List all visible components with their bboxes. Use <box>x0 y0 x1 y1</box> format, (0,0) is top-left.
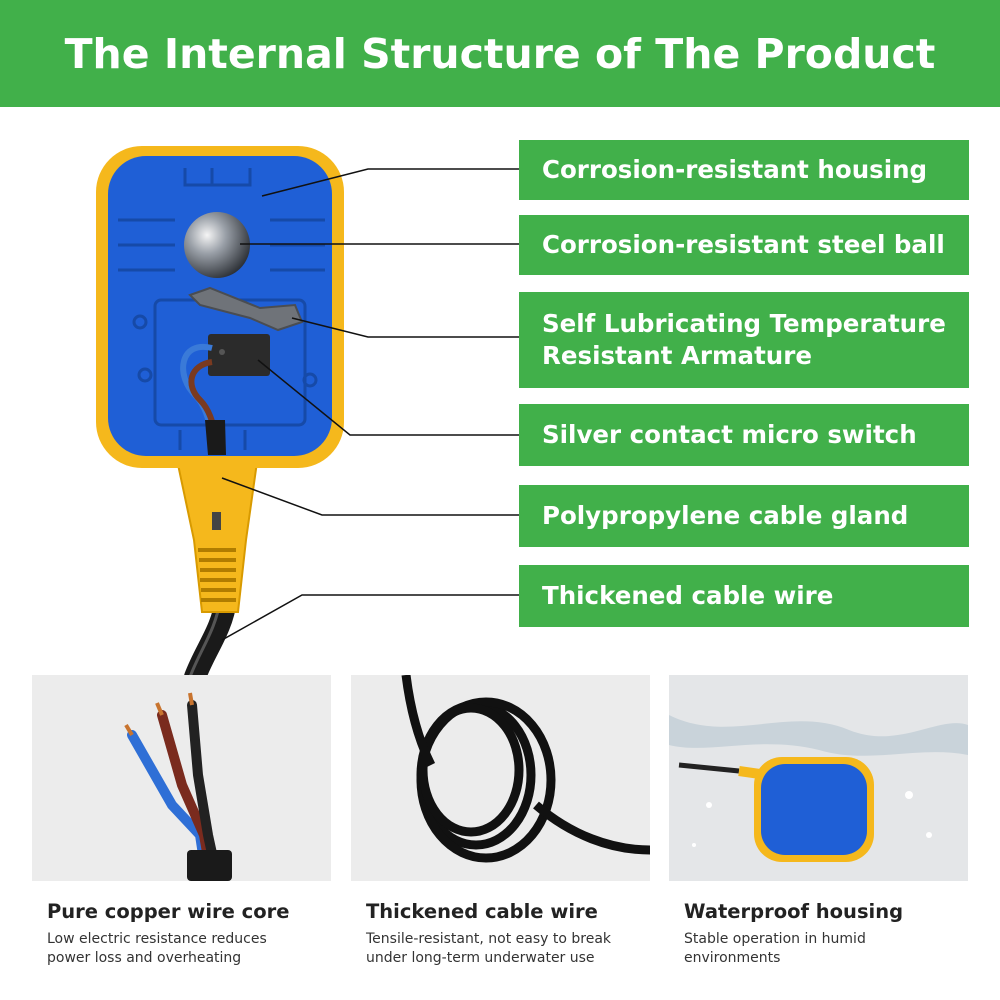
header-banner: The Internal Structure of The Product <box>0 0 1000 107</box>
copper-wire-photo <box>32 675 331 881</box>
feature-desc-cable: Tensile-resistant, not easy to break und… <box>366 931 612 966</box>
feature-desc-copper: Low electric resistance reduces power lo… <box>47 931 267 966</box>
callout-housing: Corrosion-resistant housing <box>519 140 969 200</box>
micro-switch-shape <box>208 334 270 376</box>
steel-ball-shape <box>184 212 250 278</box>
feature-desc-waterproof: Stable operation in humid environments <box>684 931 866 966</box>
feature-title-cable: Thickened cable wire <box>366 900 598 923</box>
float-switch-illustration <box>96 146 344 677</box>
callout-steel-ball: Corrosion-resistant steel ball <box>519 215 969 275</box>
coiled-cable-photo <box>351 675 650 881</box>
callout-micro-switch: Silver contact micro switch <box>519 404 969 466</box>
callout-cable-wire: Thickened cable wire <box>519 565 969 627</box>
feature-title-waterproof: Waterproof housing <box>684 900 904 923</box>
callout-cable-gland: Polypropylene cable gland <box>519 485 969 547</box>
page-title: The Internal Structure of The Product <box>64 29 936 78</box>
callout-armature: Self Lubricating Temperature Resistant A… <box>519 292 969 388</box>
feature-title-copper: Pure copper wire core <box>47 900 290 923</box>
waterproof-photo <box>669 675 968 881</box>
